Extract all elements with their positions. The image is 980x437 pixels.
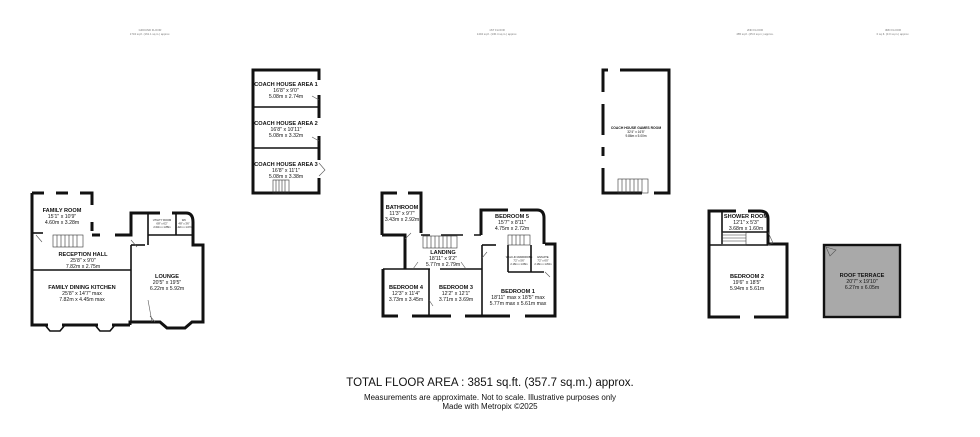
- room-games-room-metric: 9.86m x 5.00m: [625, 134, 646, 138]
- room-bedroom-4-name: BEDROOM 4: [389, 285, 424, 291]
- room-reception-hall-metric: 7.82m x 2.75m: [66, 264, 100, 270]
- room-coach-house-area-1-name: COACH HOUSE AREA 1: [254, 82, 318, 88]
- room-coach-house-area-3-imperial: 16'8" x 11'1": [272, 168, 300, 174]
- room-coach-house-area-2-name: COACH HOUSE AREA 2: [254, 121, 318, 127]
- disclaimer-note: Measurements are approximate. Not to sca…: [363, 393, 617, 402]
- room-walk-in-wardrobe-imperial: 7'2" x 5'6": [513, 259, 524, 263]
- room-walk-in-wardrobe-metric: 2.18m x 1.68m: [510, 262, 527, 266]
- room-family-dining-kitchen-name: FAMILY DINING KITCHEN: [48, 285, 115, 291]
- third-floor-area: 0 sq.ft. (0.0 sq.m.) approx.: [877, 32, 910, 36]
- second-floor-area: 485 sq.ft. (45.0 sq.m.) approx.: [736, 32, 774, 36]
- room-bathroom-imperial: 11'3" x 9'7": [389, 211, 414, 217]
- room-walk-in-wardrobe-name: WALK-IN WARDROBE: [506, 255, 533, 259]
- third-floor-plan: ROOF TERRACE 20'7" x 19'10" 6.27m x 6.05…: [822, 243, 902, 319]
- room-bedroom-3-imperial: 12'2" x 12'1": [442, 291, 471, 297]
- room-bedroom-4-metric: 3.73m x 3.45m: [389, 297, 423, 303]
- room-bedroom-2-name: BEDROOM 2: [730, 274, 764, 280]
- room-shower-room-name: SHOWER ROOM: [724, 214, 768, 220]
- room-lounge-metric: 6.22m x 5.92m: [150, 286, 184, 292]
- made-with-credit: Made with Metropix ©2025: [442, 402, 538, 411]
- room-lounge-name: LOUNGE: [155, 274, 179, 280]
- room-bedroom-1-name: BEDROOM 1: [501, 289, 535, 295]
- total-floor-area: TOTAL FLOOR AREA : 3851 sq.ft. (357.7 sq…: [346, 377, 634, 389]
- room-bedroom-1-imperial: 18'11" max x 18'5" max: [491, 295, 545, 301]
- room-bedroom-1-metric: 5.77m max x 5.61m max: [490, 301, 547, 307]
- room-roof-terrace-name: ROOF TERRACE: [840, 273, 885, 279]
- room-bedroom-5-imperial: 15'7" x 8'11": [498, 220, 526, 226]
- room-roof-terrace-metric: 6.27m x 6.05m: [845, 285, 879, 291]
- room-lounge-imperial: 20'5" x 19'5": [153, 280, 182, 286]
- room-wc-imperial: 4'8" x 3'6": [178, 222, 189, 226]
- ground-floor-area: 1734 sq.ft. (161.1 sq.m.) approx.: [130, 32, 171, 36]
- first-floor-plan: BATHROOM 11'3" x 9'7" 3.43m x 2.92m BEDR…: [380, 191, 557, 318]
- first-floor-header: 1ST FLOOR: [489, 28, 505, 32]
- room-ensuite-name: ENSUITE: [537, 255, 549, 259]
- room-coach-house-area-2-metric: 5.08m x 3.32m: [269, 133, 303, 139]
- room-family-dining-kitchen-metric: 7.82m x 4.45m max: [59, 297, 105, 303]
- room-utility-room-metric: 2.03m x 1.88m: [153, 225, 170, 229]
- coach-house-first-plan: COACH HOUSE GAMES ROOM 32'4" x 16'5" 9.8…: [601, 68, 671, 195]
- room-ensuite-metric: 2.18m x 1.83m: [534, 262, 551, 266]
- room-coach-house-area-3-metric: 5.08m x 3.38m: [269, 174, 303, 180]
- ground-floor-header: GROUND FLOOR: [139, 28, 162, 32]
- coach-house-ground-plan: COACH HOUSE AREA 1 16'8" x 9'0" 5.08m x …: [251, 68, 326, 195]
- room-coach-house-area-1-imperial: 16'8" x 9'0": [273, 88, 299, 94]
- second-floor-plan: SHOWER ROOM 12'1" x 5'3" 3.68m x 1.60m B…: [707, 209, 789, 319]
- room-landing-name: LANDING: [430, 250, 455, 256]
- room-bedroom-3-name: BEDROOM 3: [439, 285, 473, 291]
- room-bedroom-3-metric: 3.71m x 3.69m: [439, 297, 473, 303]
- room-games-room-imperial: 32'4" x 16'5": [627, 130, 644, 134]
- room-shower-room-imperial: 12'1" x 5'3": [733, 220, 759, 226]
- room-bedroom-2-metric: 5.94m x 5.61m: [730, 286, 764, 292]
- third-floor-header: 3RD FLOOR: [885, 28, 901, 32]
- room-bedroom-5-metric: 4.75m x 2.72m: [495, 226, 529, 232]
- room-bedroom-2-imperial: 19'6" x 18'5": [733, 280, 762, 286]
- room-bathroom-metric: 3.43m x 2.92m: [385, 217, 419, 223]
- room-ensuite-imperial: 7'2" x 6'0": [537, 259, 548, 263]
- room-shower-room-metric: 3.68m x 1.60m: [729, 226, 763, 232]
- room-bedroom-4-imperial: 12'3" x 11'4": [392, 291, 420, 297]
- room-landing-metric: 5.77m x 2.79m: [426, 262, 460, 268]
- room-utility-room-name: UTILITY ROOM: [153, 218, 171, 222]
- room-wc-metric: 1.42m x 1.07m: [175, 225, 192, 229]
- room-family-room-name: FAMILY ROOM: [43, 208, 82, 214]
- ground-floor-plan: FAMILY ROOM 15'1" x 10'9" 4.60m x 3.28m …: [30, 191, 205, 332]
- second-floor-header: 2ND FLOOR: [747, 28, 763, 32]
- room-utility-room-imperial: 6'8" x 6'2": [156, 222, 167, 226]
- room-coach-house-area-1-metric: 5.08m x 2.74m: [269, 94, 303, 100]
- room-family-room-imperial: 15'1" x 10'9": [48, 214, 77, 220]
- room-family-dining-kitchen-imperial: 25'8" x 14'7" max: [62, 291, 102, 297]
- room-coach-house-area-2-imperial: 16'8" x 10'11": [271, 127, 302, 133]
- room-roof-terrace-imperial: 20'7" x 19'10": [846, 279, 877, 285]
- room-family-room-metric: 4.60m x 3.28m: [45, 220, 79, 226]
- room-bathroom-name: BATHROOM: [386, 205, 419, 211]
- first-floor-area: 1404 sq.ft. (130.4 sq.m.) approx.: [477, 32, 518, 36]
- room-coach-house-area-3-name: COACH HOUSE AREA 3: [254, 162, 318, 168]
- floor-headers: GROUND FLOOR 1734 sq.ft. (161.1 sq.m.) a…: [130, 28, 910, 36]
- room-landing-imperial: 18'11" x 9'2": [429, 256, 457, 262]
- room-games-room-name: COACH HOUSE GAMES ROOM: [611, 126, 661, 130]
- room-bedroom-5-name: BEDROOM 5: [495, 214, 529, 220]
- room-wc-name: WC: [182, 218, 186, 222]
- room-reception-hall-name: RECEPTION HALL: [58, 252, 108, 258]
- room-reception-hall-imperial: 25'8" x 9'0": [70, 258, 96, 264]
